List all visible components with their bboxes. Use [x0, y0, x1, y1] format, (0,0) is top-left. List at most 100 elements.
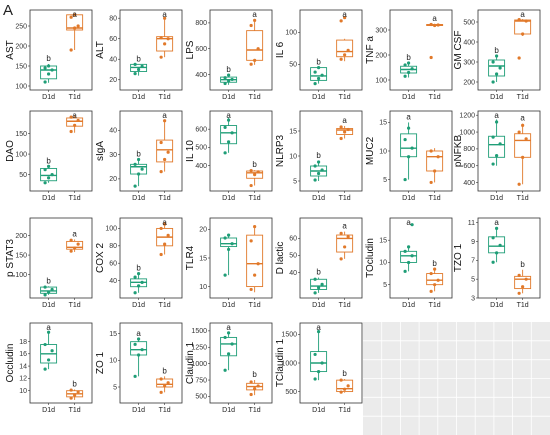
data-point	[43, 66, 47, 70]
y-tick-label: 80	[109, 243, 117, 250]
plot-frame	[299, 110, 363, 192]
x-tick-label: D1d	[222, 407, 235, 414]
box-D1d: b	[220, 65, 238, 86]
y-tick-label: 100	[15, 83, 27, 90]
data-point	[163, 222, 167, 226]
box-iqr	[40, 167, 58, 182]
y-tick-label: 100	[15, 151, 27, 158]
data-point	[524, 137, 528, 141]
data-point	[495, 154, 499, 158]
data-point	[320, 282, 324, 286]
y-tick-label: 40	[109, 57, 117, 64]
data-point	[407, 61, 411, 65]
x-tick-label: T1d	[339, 94, 351, 101]
data-point	[69, 15, 73, 19]
data-point	[256, 170, 260, 174]
data-point	[433, 267, 437, 271]
data-point	[69, 48, 73, 52]
significance-letter: a	[72, 10, 77, 19]
significance-letter: b	[46, 276, 51, 285]
box-T1d: b	[156, 366, 174, 394]
x-tick-label: D1d	[42, 407, 55, 414]
y-tick-label: 100	[285, 30, 297, 37]
data-point	[429, 149, 433, 153]
data-point	[159, 390, 163, 394]
data-point	[521, 155, 525, 159]
data-point	[133, 184, 137, 188]
data-point	[76, 24, 80, 28]
significance-letter: a	[494, 218, 499, 227]
data-point	[313, 178, 317, 182]
data-point	[491, 260, 495, 264]
data-point	[317, 286, 321, 290]
data-point	[407, 126, 411, 130]
data-point	[498, 142, 502, 146]
data-point	[517, 182, 521, 186]
y-tick-label: 10	[19, 388, 27, 395]
data-point	[69, 238, 73, 242]
data-point	[163, 16, 167, 20]
data-point	[498, 243, 502, 247]
data-point	[429, 289, 433, 293]
data-point	[403, 63, 407, 67]
data-point	[521, 123, 525, 127]
y-tick-label: 5	[471, 276, 475, 283]
box-T1d: b	[66, 379, 84, 400]
data-point	[223, 273, 227, 277]
box-iqr	[426, 150, 444, 172]
data-point	[346, 48, 350, 52]
data-point	[339, 231, 343, 235]
data-point	[76, 390, 80, 394]
data-point	[339, 125, 343, 129]
y-tick-label: 40	[109, 278, 117, 285]
data-point	[133, 62, 137, 66]
y-tick-label: 1250	[191, 345, 207, 352]
data-point	[249, 380, 253, 384]
y-axis-label: Claudin 1	[185, 341, 196, 384]
y-tick-label: 20	[109, 176, 117, 183]
x-tick-label: T1d	[429, 94, 441, 101]
significance-letter: b	[136, 149, 141, 158]
x-tick-label: D1d	[222, 195, 235, 202]
x-tick-label: T1d	[159, 302, 171, 309]
data-point	[317, 329, 321, 334]
box-T1d: a	[336, 222, 354, 261]
box-T1d: a	[156, 111, 174, 174]
data-point	[69, 396, 73, 400]
data-point	[166, 381, 170, 385]
y-tick-label: 600	[463, 163, 475, 170]
significance-letter: a	[316, 323, 321, 332]
data-point	[343, 53, 347, 57]
data-point	[43, 367, 47, 371]
data-point	[73, 13, 77, 17]
box-T1d: b	[514, 260, 532, 295]
significance-letter: b	[342, 369, 347, 378]
box-D1d	[220, 233, 238, 277]
data-point	[166, 150, 170, 154]
data-point	[429, 271, 433, 276]
y-tick-label: 60	[109, 36, 117, 43]
x-tick-label: T1d	[339, 195, 351, 202]
data-point	[47, 330, 51, 334]
data-point	[137, 353, 141, 357]
significance-letter: b	[316, 58, 321, 67]
data-point	[137, 337, 141, 341]
data-point	[43, 293, 47, 297]
box-T1d: a	[246, 10, 264, 66]
data-point	[433, 23, 437, 28]
significance-letter: a	[406, 218, 411, 227]
data-point	[227, 352, 231, 356]
data-point	[313, 277, 317, 281]
y-tick-label: 15	[379, 238, 387, 245]
data-point	[320, 73, 324, 77]
significance-letter: a	[520, 114, 525, 123]
x-tick-label: T1d	[429, 195, 441, 202]
box-D1d: b	[40, 54, 58, 84]
y-tick-label: 20	[109, 77, 117, 84]
significance-letter: b	[406, 53, 411, 62]
data-point	[429, 180, 433, 185]
x-tick-label: D1d	[402, 195, 415, 202]
